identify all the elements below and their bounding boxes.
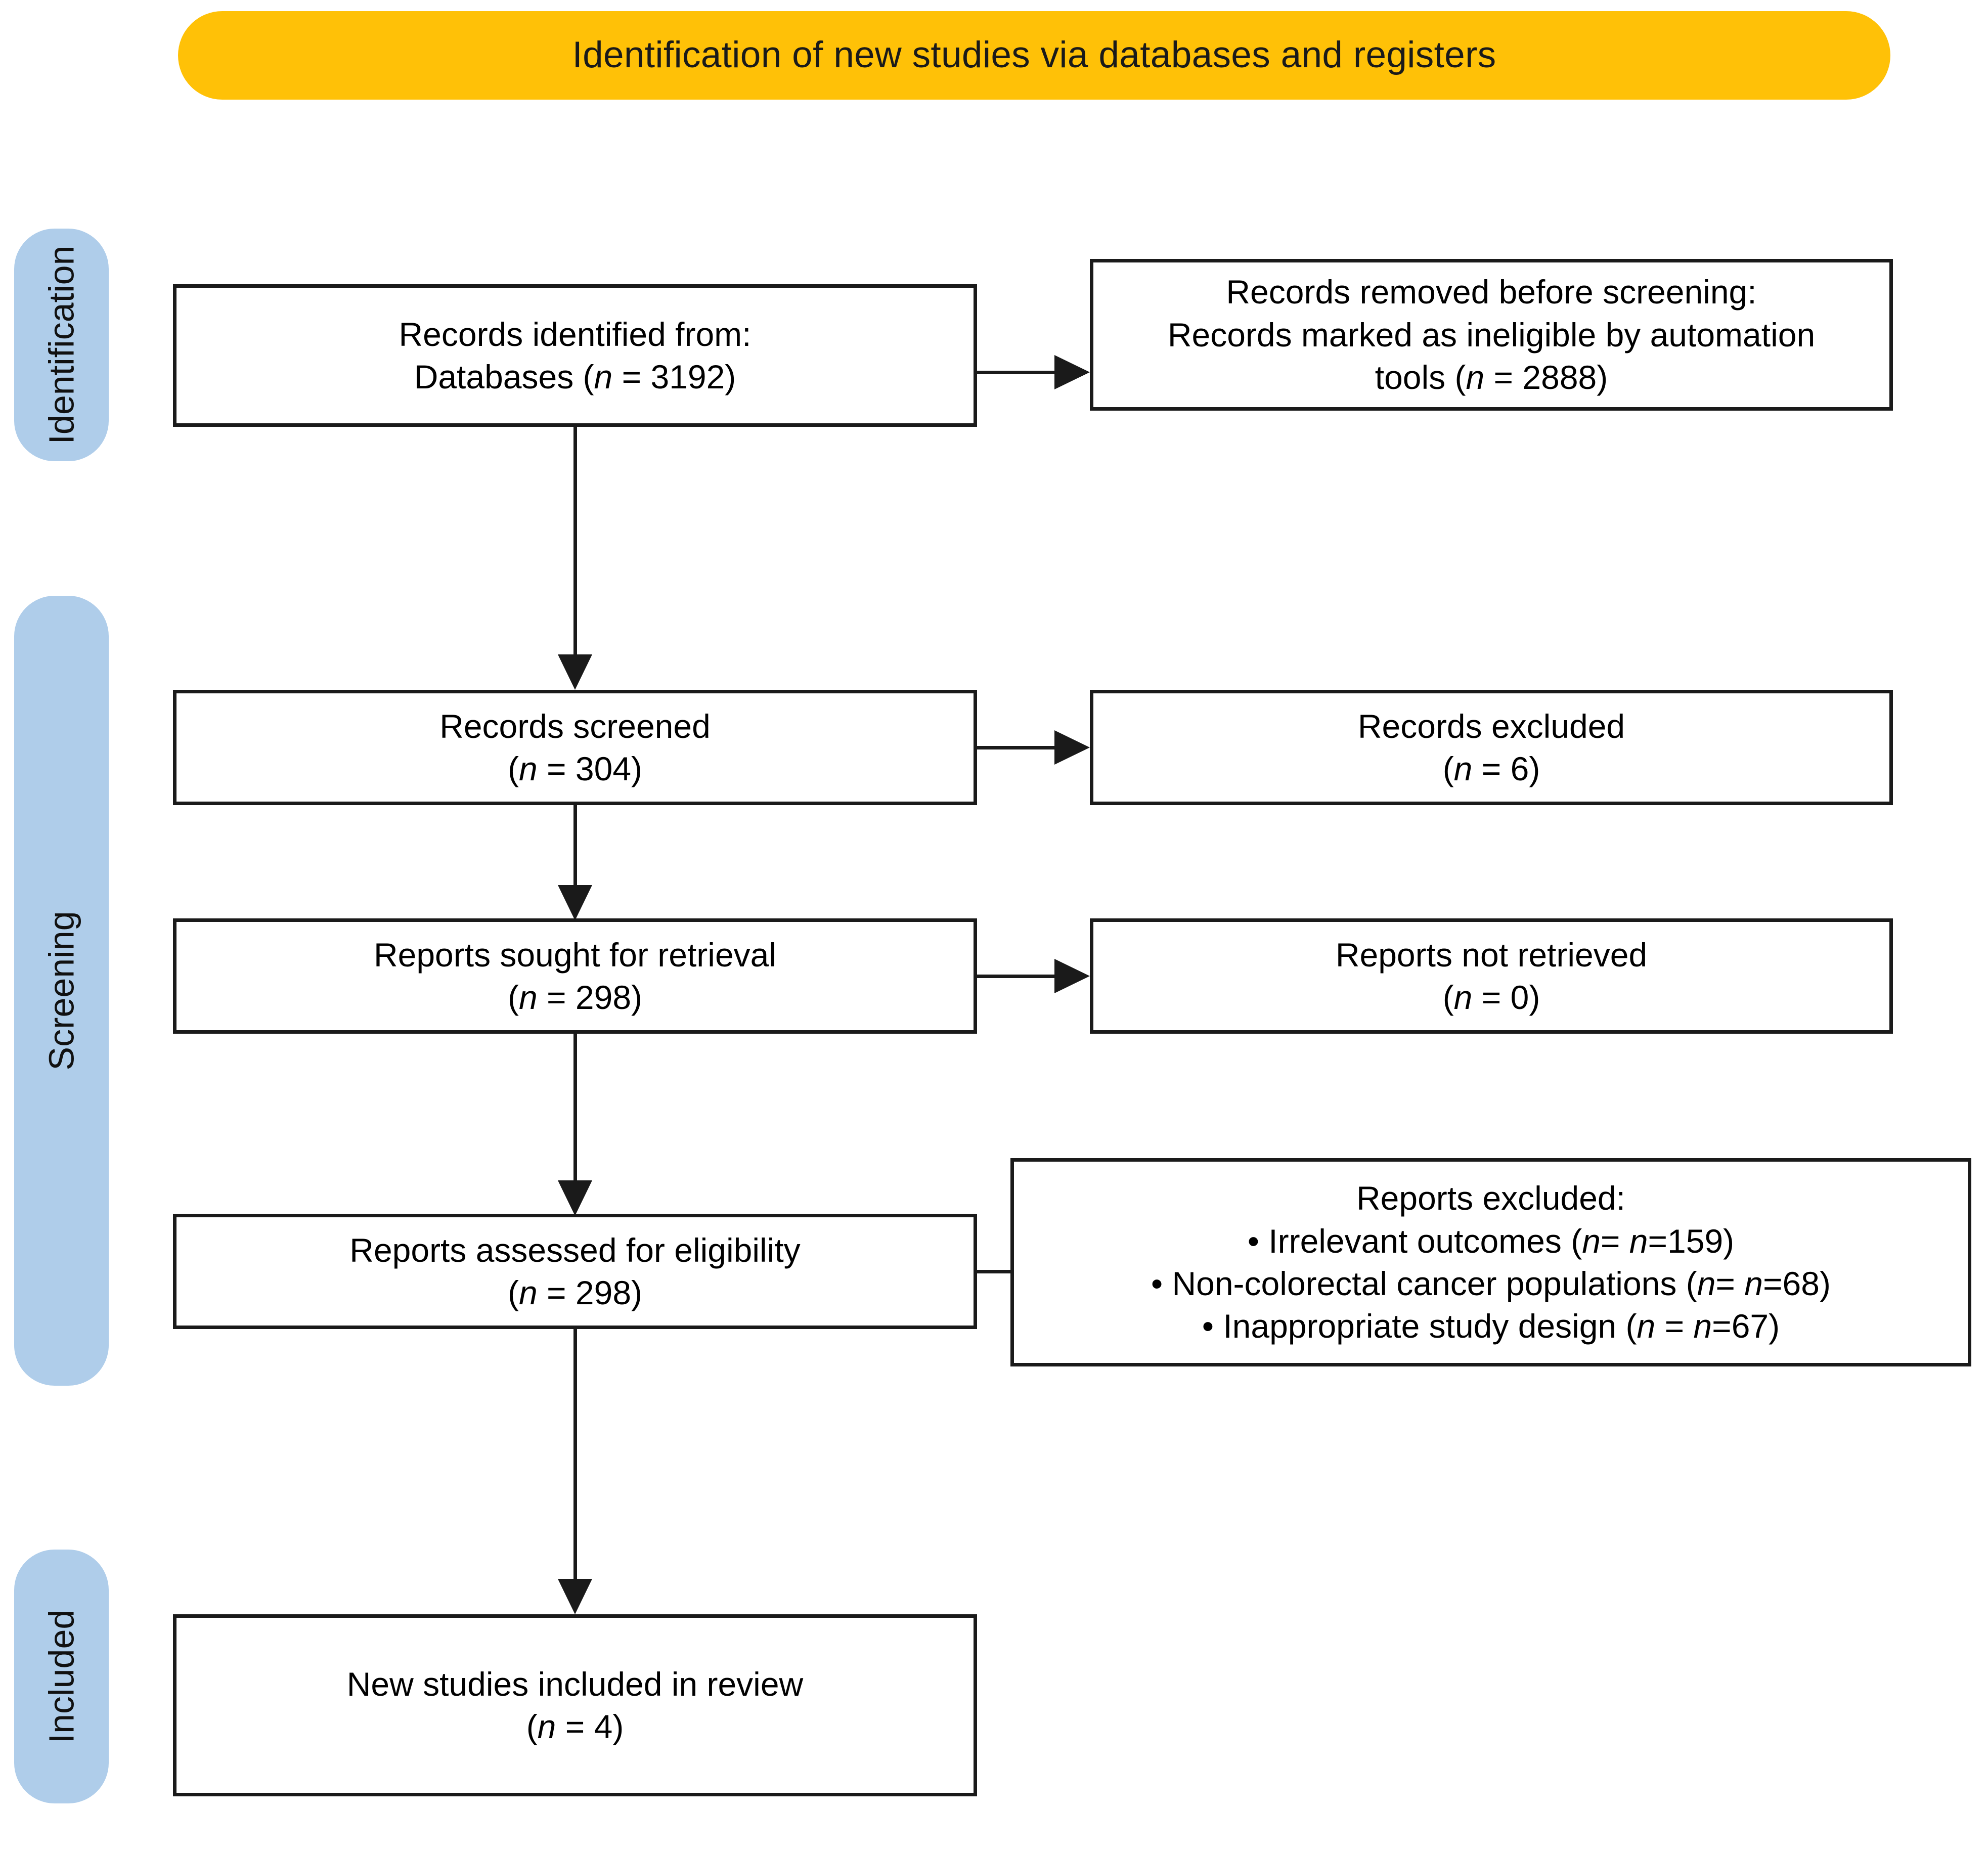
reports-sought-line1: Reports sought for retrieval	[373, 936, 777, 974]
connector-sought-to-assessed	[573, 1034, 577, 1185]
connector-screened-to-excluded	[977, 746, 1054, 749]
arrowhead-sought-to-notretrieved	[1054, 959, 1090, 993]
records-removed-line3: tools (n = 2888)	[1375, 356, 1608, 399]
reports-excluded-bullet-2: • Non-colorectal cancer populations (n= …	[1151, 1262, 1831, 1305]
records-identified-line2: Databases (n = 3192)	[414, 356, 736, 398]
node-records-excluded: Records excluded (n = 6)	[1090, 690, 1893, 805]
records-screened-line1: Records screened	[439, 707, 711, 745]
stage-identification-text: Identification	[41, 245, 81, 445]
arrowhead-identified-to-screened	[558, 654, 592, 690]
reports-excluded-bullet-3: • Inappropriate study design (n = n=67)	[1202, 1305, 1780, 1347]
italic-n: n	[1629, 1222, 1648, 1260]
reports-not-retrieved-line2: (n = 0)	[1443, 976, 1540, 1019]
connector-screened-to-sought	[573, 805, 577, 891]
italic-n: n	[1453, 979, 1473, 1016]
bullet-1-value: =159)	[1648, 1222, 1735, 1260]
reports-not-retrieved-line1: Reports not retrieved	[1335, 936, 1648, 974]
stage-label-included: Included	[14, 1550, 109, 1803]
node-reports-sought: Reports sought for retrieval (n = 298)	[173, 918, 977, 1034]
records-identified-line2-text: Databases (	[414, 358, 594, 395]
stage-label-identification: Identification	[14, 229, 109, 461]
stage-included-text: Included	[41, 1609, 81, 1744]
bullet-3-text: • Inappropriate study design (	[1202, 1307, 1637, 1345]
connector-assessed-to-reportsexcluded	[977, 1270, 1014, 1273]
records-removed-line1: Records removed before screening:	[1226, 273, 1757, 311]
new-studies-included-line2: (n = 4)	[526, 1705, 624, 1748]
stage-screening-text: Screening	[41, 911, 81, 1071]
records-removed-line3-value: = 2888)	[1484, 359, 1608, 396]
records-identified-line1: Records identified from:	[399, 315, 752, 353]
node-reports-excluded: Reports excluded: • Irrelevant outcomes …	[1010, 1158, 1971, 1366]
italic-n: n	[1582, 1222, 1601, 1260]
italic-n: n	[1466, 359, 1485, 396]
paren-open: (	[507, 750, 519, 787]
reports-sought-line2: (n = 298)	[508, 976, 642, 1019]
records-identified-line2-value: = 3192)	[612, 358, 736, 395]
italic-n: n	[1637, 1307, 1656, 1345]
bullet-2-value: =68)	[1763, 1265, 1831, 1302]
connector-assessed-to-included	[573, 1329, 577, 1582]
bullet-3-value: =67)	[1712, 1307, 1780, 1345]
node-records-screened: Records screened (n = 304)	[173, 690, 977, 805]
reports-assessed-count: = 298)	[537, 1274, 643, 1311]
bullet-2-mid: =	[1715, 1265, 1745, 1302]
italic-n: n	[537, 1708, 556, 1745]
connector-identified-to-removed	[977, 371, 1054, 374]
connector-identified-to-screened	[573, 427, 577, 657]
node-records-removed: Records removed before screening: Record…	[1090, 259, 1893, 411]
italic-n: n	[1693, 1307, 1712, 1345]
new-studies-included-count: = 4)	[556, 1708, 624, 1745]
arrowhead-sought-to-assessed	[558, 1180, 592, 1216]
arrowhead-screened-to-excluded	[1054, 730, 1090, 765]
paren-open: (	[526, 1708, 538, 1745]
connector-sought-to-notretrieved	[977, 975, 1054, 978]
diagram-header-banner: Identification of new studies via databa…	[178, 11, 1890, 100]
italic-n: n	[518, 750, 538, 787]
records-screened-count: = 304)	[537, 750, 643, 787]
reports-excluded-heading: Reports excluded:	[1356, 1179, 1625, 1217]
bullet-1-mid: =	[1600, 1222, 1629, 1260]
bullet-1-text: • Irrelevant outcomes (	[1247, 1222, 1582, 1260]
records-excluded-line1: Records excluded	[1357, 707, 1625, 745]
new-studies-included-line1: New studies included in review	[346, 1665, 804, 1703]
node-records-identified: Records identified from: Databases (n = …	[173, 284, 977, 427]
reports-not-retrieved-count: = 0)	[1472, 979, 1540, 1016]
records-excluded-count: = 6)	[1472, 750, 1540, 787]
records-excluded-line2: (n = 6)	[1443, 747, 1540, 790]
arrowhead-screened-to-sought	[558, 885, 592, 920]
paren-open: (	[1442, 979, 1454, 1016]
diagram-title: Identification of new studies via databa…	[572, 34, 1496, 76]
records-removed-line2: Records marked as ineligible by automati…	[1167, 316, 1816, 354]
records-screened-line2: (n = 304)	[508, 747, 642, 790]
arrowhead-identified-to-removed	[1054, 355, 1090, 389]
stage-label-screening: Screening	[14, 596, 109, 1386]
italic-n: n	[518, 979, 538, 1016]
italic-n: n	[518, 1274, 538, 1311]
italic-n: n	[1697, 1265, 1716, 1302]
paren-open: (	[507, 979, 519, 1016]
node-reports-not-retrieved: Reports not retrieved (n = 0)	[1090, 918, 1893, 1034]
arrowhead-assessed-to-included	[558, 1579, 592, 1614]
node-new-studies-included: New studies included in review (n = 4)	[173, 1614, 977, 1796]
paren-open: (	[1442, 750, 1454, 787]
italic-n: n	[1744, 1265, 1763, 1302]
bullet-3-mid: =	[1655, 1307, 1694, 1345]
reports-assessed-line1: Reports assessed for eligibility	[349, 1231, 801, 1269]
reports-sought-count: = 298)	[537, 979, 643, 1016]
italic-n: n	[1453, 750, 1473, 787]
records-removed-line3-text: tools (	[1375, 359, 1466, 396]
reports-assessed-line2: (n = 298)	[508, 1271, 642, 1314]
paren-open: (	[507, 1274, 519, 1311]
italic-n: n	[594, 358, 613, 395]
bullet-2-text: • Non-colorectal cancer populations (	[1151, 1265, 1697, 1302]
node-reports-assessed: Reports assessed for eligibility (n = 29…	[173, 1214, 977, 1329]
reports-excluded-bullet-1: • Irrelevant outcomes (n= n=159)	[1248, 1220, 1734, 1262]
